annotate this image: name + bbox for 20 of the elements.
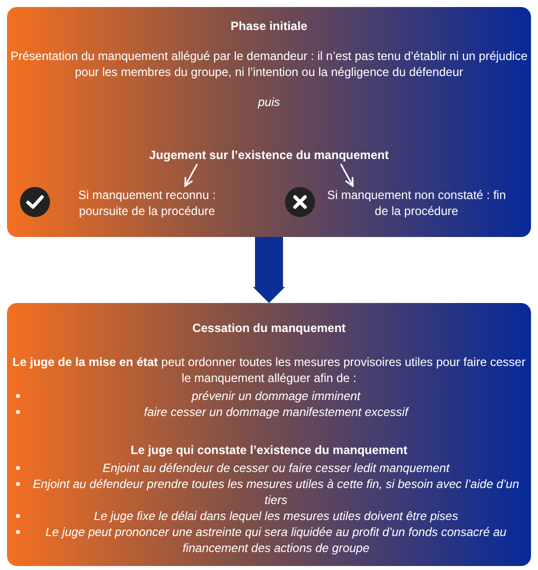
section-heading: Le juge qui constate l’existence du manquement	[130, 442, 408, 458]
bullet-text: Enjoint au défendeur prendre toutes les mesures utiles à cette fin, si besoin avec l’aide d’un tiers	[32, 477, 520, 507]
stage-card	[7, 303, 531, 566]
bullet-text: Le juge peut prononcer une astreinte qui sera liquidée au profit d’un fonds consacré au financement des actions de groupe	[46, 525, 506, 555]
bullet-text: prévenir un dommage imminent	[192, 389, 360, 403]
bullet-text: faire cesser un dommage manifestement excessif	[144, 405, 408, 419]
arrow	[340, 164, 354, 187]
arrow	[184, 164, 198, 187]
outcome-text: Si manquement non constaté : fin de la procédure	[319, 187, 514, 219]
card-title: Cessation du manquement	[191, 320, 347, 336]
connector-word: puis	[256, 94, 281, 110]
bullet-text: Le juge fixe le délai dans lequel les mesures utiles doivent être pises	[94, 509, 458, 523]
paragraph: Présentation du manquement allégué par le demandeur : il n’est pas tenu d’établir ni un préjudice pour les membres du groupe, ni l’intention ou la négligence du défendeur	[10, 48, 528, 80]
judgment-heading: Jugement sur l’existence du manquement	[149, 147, 389, 163]
bullet-text: Enjoint au défendeur de cesser ou faire cesser ledit manquement	[102, 461, 450, 475]
down-arrow	[253, 237, 285, 303]
phase-card	[7, 7, 531, 237]
card-title: Phase initiale	[230, 18, 308, 34]
paragraph: Le juge de la mise en état peut ordonner toutes les mesures provisoires utiles pour faire cesser le manquement alléguer afin de :	[12, 354, 526, 386]
outcome-text: Si manquement reconnu : poursuite de la procédure	[57, 187, 237, 219]
